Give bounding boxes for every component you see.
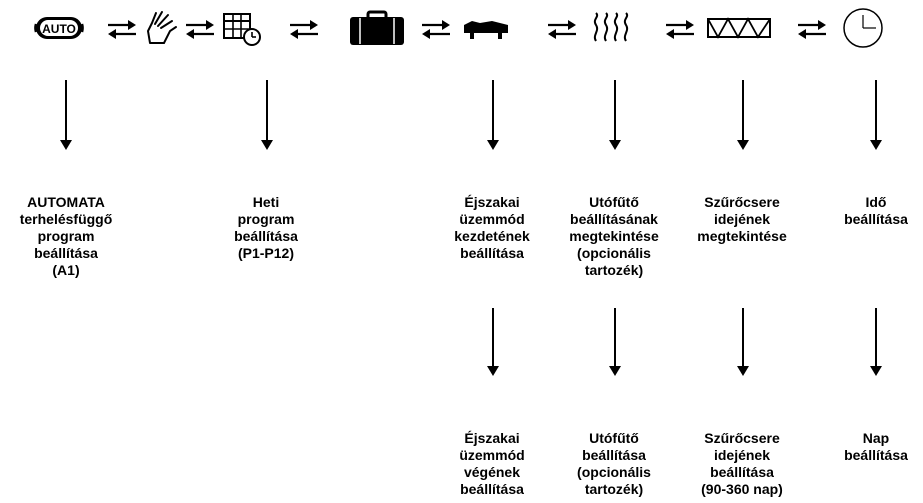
label-line: Utófűtő [589,194,639,210]
label-line: Nap [862,430,890,446]
filter-icon [706,8,772,48]
swap-arrows-icon [548,20,576,39]
suitcase-icon [346,8,408,48]
label-line: Utófűtő [589,430,639,446]
label-line: Heti [252,194,280,210]
arrow-head [609,366,621,376]
label-time-setting: Idő beállítása [844,194,908,228]
swap-arrows-icon [798,20,826,39]
arrow-shaft [614,308,616,368]
label-heater-view: Utófűtő beállításának megtekintése (opci… [569,194,658,279]
label-line: kezdetének [454,228,530,244]
clock-icon [840,8,886,48]
label-line: (90-360 nap) [701,481,783,497]
label-line: (A1) [52,262,80,278]
arrow-head [609,140,621,150]
swap-arrows-icon [108,20,136,39]
label-line: idejének [713,211,771,227]
label-line: beállításának [570,211,658,227]
arrow-head [487,366,499,376]
label-line: végének [463,464,521,480]
swap-arrows-icon [186,20,214,39]
label-line: megtekintése [569,228,659,244]
label-night-start: Éjszakai üzemmód kezdetének beállítása [454,194,529,262]
label-line: AUTOMATA [27,194,105,210]
arrow-shaft [614,80,616,142]
label-line: beállítása [710,464,774,480]
label-line: megtekintése [697,228,787,244]
label-day-setting: Nap beállítása [844,430,908,464]
auto-mode-icon: AUTO [16,8,102,48]
label-line: Szűrőcsere [704,430,780,446]
calendar-clock-icon [220,8,264,48]
label-heater-setting: Utófűtő beállítása (opcionális tartozék) [577,430,651,498]
label-line: Szűrőcsere [704,194,780,210]
label-line: tartozék) [584,481,644,497]
label-line: beállítása [460,245,524,261]
label-line: beállítása [844,211,908,227]
arrow-head [870,140,882,150]
label-line: beállítása [844,447,908,463]
arrow-shaft [875,308,877,368]
label-line: terhelésfüggő [19,211,113,227]
arrow-head [737,140,749,150]
arrow-shaft [266,80,268,142]
label-line: beállítása [234,228,298,244]
label-night-end: Éjszakai üzemmód végének beállítása [459,430,524,498]
label-filter-setting: Szűrőcsere idejének beállítása (90-360 n… [701,430,783,498]
swap-arrows-icon [290,20,318,39]
bed-icon [462,8,510,48]
label-line: beállítása [460,481,524,497]
swap-arrows-icon [666,20,694,39]
arrow-head [261,140,273,150]
label-line: üzemmód [459,447,525,463]
label-line: tartozék) [584,262,644,278]
label-line: Éjszakai [464,194,520,210]
label-line: (opcionális [577,464,651,480]
arrow-head [487,140,499,150]
label-line: Éjszakai [464,430,520,446]
arrow-head [737,366,749,376]
label-line: üzemmód [459,211,525,227]
arrow-shaft [742,80,744,142]
arrow-shaft [65,80,67,142]
label-line: beállítása [34,245,98,261]
label-line: idejének [713,447,771,463]
arrow-shaft [492,80,494,142]
arrow-shaft [875,80,877,142]
arrow-shaft [492,308,494,368]
hand-icon [142,8,182,48]
auto-icon-text: AUTO [42,22,76,36]
label-line: Idő [865,194,887,210]
label-weekly-program: Heti program beállítása (P1-P12) [234,194,298,262]
label-auto-program: AUTOMATA terhelésfüggő program beállítás… [20,194,113,279]
label-line: program [237,211,295,227]
swap-arrows-icon [422,20,450,39]
arrow-head [870,366,882,376]
label-line: (opcionális [577,245,651,261]
arrow-shaft [742,308,744,368]
label-line: program [37,228,95,244]
label-line: (P1-P12) [237,245,295,261]
label-line: beállítása [582,447,646,463]
heat-waves-icon [588,8,634,48]
arrow-head [60,140,72,150]
label-filter-view: Szűrőcsere idejének megtekintése [697,194,786,245]
